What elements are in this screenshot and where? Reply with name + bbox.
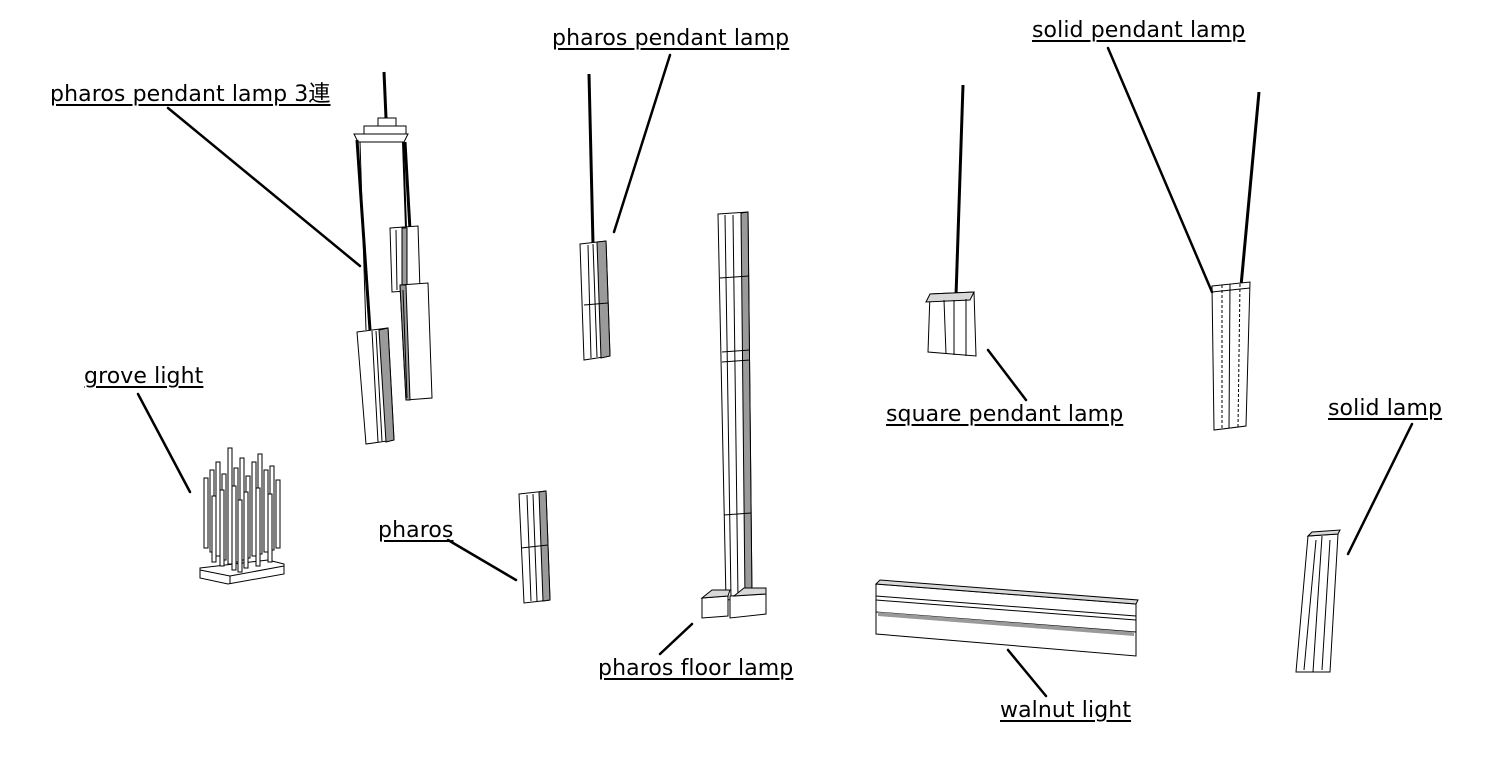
leader-pharos-floor-lamp <box>658 622 694 656</box>
grove-rod <box>227 447 233 565</box>
walnut-light-model <box>874 579 1139 657</box>
leader-square-pendant-lamp <box>986 348 1028 402</box>
leader-pharos-pendant-lamp-3ren <box>166 106 362 268</box>
leader-walnut-light <box>1006 648 1048 698</box>
grove-rod <box>211 495 217 563</box>
grove-rod <box>237 499 243 573</box>
solid-pendant-lamp-model <box>1211 91 1261 431</box>
label-pharos-pendant-lamp-3ren: pharos pendant lamp 3連 <box>50 82 331 107</box>
grove-rod <box>255 487 261 567</box>
pharos-floor-lamp-model <box>700 211 767 619</box>
leader-solid-pendant-lamp <box>1106 46 1214 294</box>
leader-solid-lamp <box>1346 422 1414 556</box>
leader-grove-light <box>136 392 192 494</box>
leader-pharos-pendant-lamp <box>612 53 672 234</box>
pharos-pendant-lamp-model <box>579 73 611 361</box>
label-grove-light: grove light <box>84 364 204 389</box>
solid-lamp-model <box>1295 529 1341 673</box>
label-pharos-floor-lamp: pharos floor lamp <box>598 656 794 681</box>
grove-rod <box>275 479 281 549</box>
grove-light-model <box>199 447 285 585</box>
pharos-model <box>518 490 551 604</box>
pharos-pendant-lamp-3ren-model <box>353 71 433 445</box>
label-square-pendant-lamp: square pendant lamp <box>886 402 1124 427</box>
grove-rod <box>231 485 237 571</box>
grove-rod <box>203 477 209 549</box>
label-walnut-light: walnut light <box>1000 698 1132 723</box>
grove-rod <box>219 489 225 567</box>
label-solid-lamp: solid lamp <box>1328 396 1443 421</box>
square-pendant-lamp-model <box>925 84 977 357</box>
label-solid-pendant-lamp: solid pendant lamp <box>1032 18 1246 43</box>
grove-rod <box>251 461 257 557</box>
grove-rod <box>243 491 249 569</box>
grove-rod <box>215 461 221 557</box>
grove-rod <box>267 493 273 563</box>
label-pharos-pendant-lamp: pharos pendant lamp <box>552 26 790 51</box>
grove-rod <box>263 469 269 553</box>
leader-lines <box>136 46 1414 698</box>
label-pharos: pharos <box>378 518 454 543</box>
leader-pharos <box>446 538 518 582</box>
